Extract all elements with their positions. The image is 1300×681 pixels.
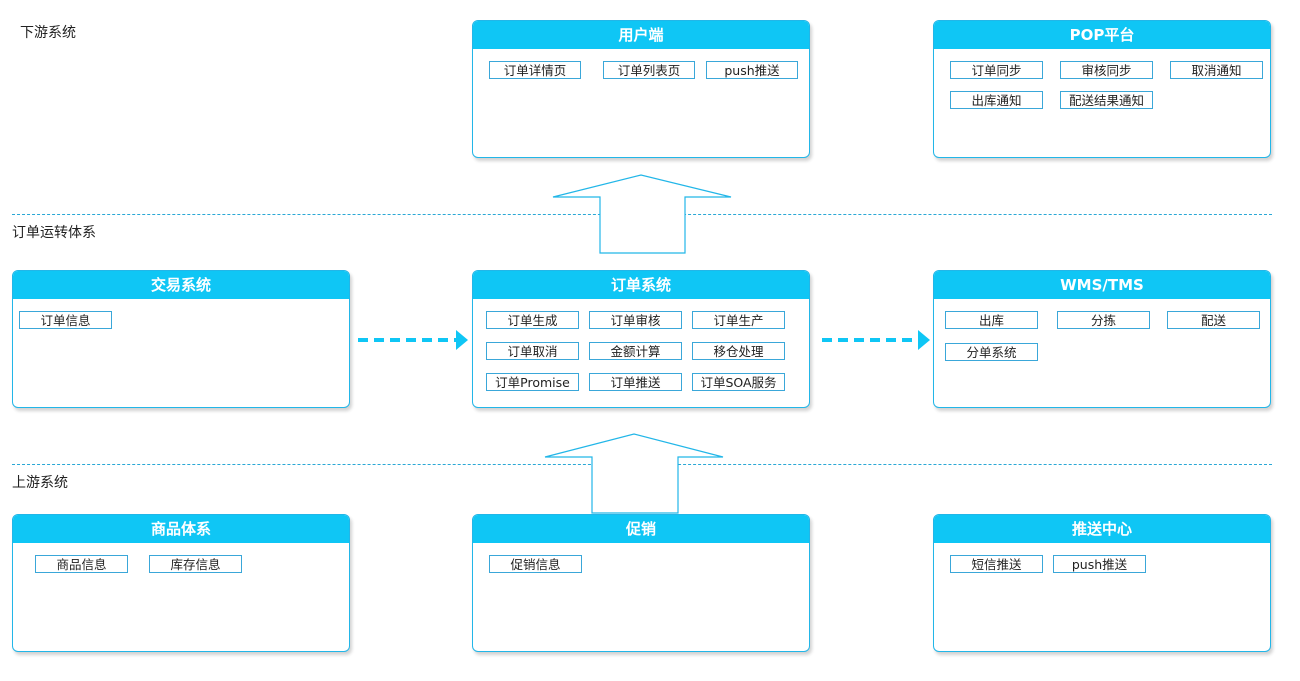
chip-item: 订单信息 [19,311,112,329]
layer-label-order-flow: 订单运转体系 [12,225,96,241]
chip-item: 分单系统 [945,343,1038,361]
layer-label-upstream: 上游系统 [12,475,68,491]
chip-item: 出库通知 [950,91,1043,109]
panel-title: 用户端 [473,21,809,49]
chip-item: 短信推送 [950,555,1043,573]
chip-item: 商品信息 [35,555,128,573]
up-arrow-promo-to-order [544,433,724,514]
chip-item: push推送 [706,61,798,79]
chip-item: 出库 [945,311,1038,329]
chip-item: 分拣 [1057,311,1150,329]
panel-title: 推送中心 [934,515,1270,543]
panel-pop: POP平台 订单同步 审核同步 取消通知 出库通知 配送结果通知 [933,20,1271,158]
chip-item: 订单推送 [589,373,682,391]
panel-push-center: 推送中心 短信推送 push推送 [933,514,1271,652]
panel-title: POP平台 [934,21,1270,49]
panel-title: WMS/TMS [934,271,1270,299]
chip-item: push推送 [1053,555,1146,573]
panel-order: 订单系统 订单生成 订单审核 订单生产 订单取消 金额计算 移仓处理 订单Pro… [472,270,810,408]
panel-title: 商品体系 [13,515,349,543]
panel-user-end: 用户端 订单详情页 订单列表页 push推送 [472,20,810,158]
chip-item: 订单同步 [950,61,1043,79]
chip-item: 订单取消 [486,342,579,360]
chip-item: 审核同步 [1060,61,1153,79]
chip-item: 库存信息 [149,555,242,573]
chip-item: 订单列表页 [603,61,695,79]
panel-promo: 促销 促销信息 [472,514,810,652]
panel-title: 订单系统 [473,271,809,299]
chip-item: 订单详情页 [489,61,581,79]
chip-item: 订单Promise [486,373,579,391]
chip-item: 订单SOA服务 [692,373,785,391]
panel-title: 促销 [473,515,809,543]
chip-item: 移仓处理 [692,342,785,360]
dashed-arrowhead-trade-to-order [456,330,468,350]
chip-item: 金额计算 [589,342,682,360]
chip-item: 促销信息 [489,555,582,573]
chip-item: 配送结果通知 [1060,91,1153,109]
dashed-arrowhead-order-to-wms [918,330,930,350]
panel-title: 交易系统 [13,271,349,299]
chip-item: 取消通知 [1170,61,1263,79]
layer-label-downstream: 下游系统 [20,25,76,41]
chip-item: 订单生产 [692,311,785,329]
chip-item: 订单审核 [589,311,682,329]
chip-item: 配送 [1167,311,1260,329]
up-arrow-order-to-user [552,174,732,254]
panel-trade: 交易系统 订单信息 [12,270,350,408]
panel-goods: 商品体系 商品信息 库存信息 [12,514,350,652]
chip-item: 订单生成 [486,311,579,329]
panel-wms-tms: WMS/TMS 出库 分拣 配送 分单系统 [933,270,1271,408]
